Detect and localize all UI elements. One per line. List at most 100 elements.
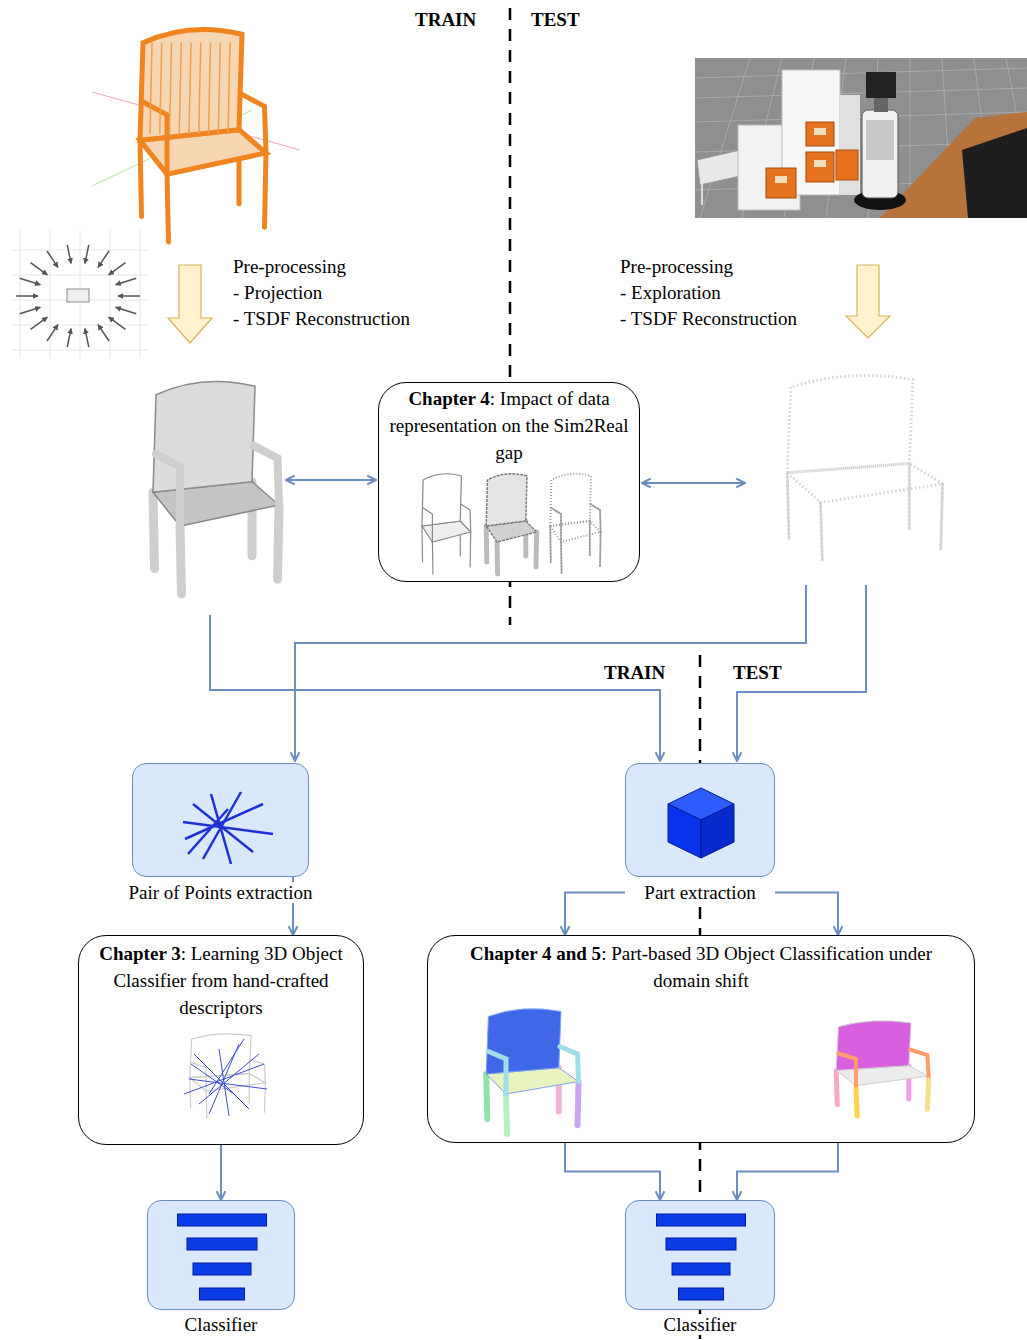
chair-slat <box>150 43 152 134</box>
chair-figure <box>486 1009 578 1134</box>
chair-back <box>486 474 527 526</box>
chair-leg <box>495 542 501 574</box>
compare-arrow <box>286 479 376 481</box>
chair-back <box>153 381 255 492</box>
step-note: - TSDF Reconstruction <box>620 307 797 331</box>
cube-face <box>701 804 734 858</box>
split-label: TEST <box>733 661 782 685</box>
camera-arrow <box>98 251 109 267</box>
chair-leg <box>264 1083 266 1112</box>
floor-grid <box>695 58 1027 218</box>
chair-figure <box>153 381 279 594</box>
chair-back <box>140 29 242 140</box>
chair-back <box>486 1009 561 1074</box>
chair-arm <box>590 504 600 532</box>
camera-arrow <box>67 328 71 347</box>
rect-shape <box>67 289 89 302</box>
classifier-bar <box>672 1263 730 1275</box>
chapter-heading: Chapter 3 <box>99 943 180 964</box>
chapter-title: : Part-based 3D Object Classification un… <box>601 943 932 991</box>
chair-slat <box>209 43 211 134</box>
camera-arrow <box>31 263 48 275</box>
flow-connector <box>565 1143 660 1200</box>
line-shape <box>20 230 21 358</box>
polygon-shape <box>962 128 1027 218</box>
chair-slat <box>170 43 172 134</box>
chair-leg <box>941 484 943 549</box>
chair-slat <box>199 43 201 134</box>
line-shape <box>695 88 1027 98</box>
chapter-heading: Chapter 4 and 5 <box>470 943 601 964</box>
classifier-bar <box>187 1238 257 1250</box>
chapter-illustration <box>379 383 641 583</box>
camera-arrow <box>85 245 89 264</box>
split-label: TRAIN <box>415 8 476 32</box>
chair-leg <box>836 1070 837 1104</box>
classifier-tile: Classifier <box>147 1200 295 1336</box>
line-shape <box>50 230 51 358</box>
chair-leg <box>265 153 267 227</box>
chair-arm <box>423 508 432 542</box>
chapter-box: Chapter 3: Learning 3D Object Classifier… <box>78 935 364 1145</box>
tile-icon <box>626 1201 776 1311</box>
tile-icon <box>626 764 776 878</box>
rect-shape <box>775 176 787 183</box>
chapter-box: Chapter 4: Impact of data representation… <box>378 382 640 582</box>
tile-shape <box>625 763 775 877</box>
chair-arm <box>461 504 471 532</box>
rect-shape <box>766 168 796 198</box>
point-pair-line <box>183 822 273 834</box>
chair-figure <box>550 474 600 574</box>
chapter-box: Chapter 4 and 5: Part-based 3D Object Cl… <box>427 935 975 1143</box>
chair-arm <box>241 94 267 153</box>
rect-shape <box>814 128 826 135</box>
chair-seat <box>787 463 942 502</box>
chair-figure <box>140 29 266 242</box>
chair-leg <box>589 521 591 556</box>
split-label: TRAIN <box>604 661 665 685</box>
classifier-bar <box>657 1214 746 1226</box>
chair-leg <box>249 1073 250 1102</box>
rect-shape <box>866 72 896 98</box>
step-note: - TSDF Reconstruction <box>233 307 410 331</box>
chair-figure <box>787 376 942 562</box>
process-arrow <box>168 265 212 343</box>
chair-leg <box>787 473 789 540</box>
camera-arrow <box>67 245 71 264</box>
chair-back <box>836 1021 911 1071</box>
camera-arrow <box>109 263 126 275</box>
chair-slat <box>160 43 162 134</box>
tile-caption: Classifier <box>185 1314 258 1335</box>
step-note: Pre-processing <box>620 255 733 279</box>
robot-scene <box>695 58 1027 218</box>
step-note: - Projection <box>233 281 322 305</box>
chair-slat <box>179 43 181 134</box>
chair-leg <box>928 1076 929 1109</box>
chair-slat <box>218 43 220 134</box>
rect-shape <box>836 150 858 180</box>
chair-leg <box>432 542 434 574</box>
chair-arm <box>551 508 561 542</box>
chair-figure <box>836 1021 928 1116</box>
step-note: Pre-processing <box>233 255 346 279</box>
line-shape <box>110 230 111 358</box>
point-pair-line <box>211 794 231 864</box>
chair-arm <box>560 1047 579 1082</box>
rect-shape <box>874 96 888 112</box>
chair-figure <box>422 474 471 574</box>
extraction-tile: Part extraction <box>625 763 775 905</box>
camera-arrow <box>85 328 89 347</box>
line-shape <box>701 184 703 205</box>
tile-caption-block: Classifier <box>141 1314 301 1336</box>
camera-arrow <box>116 278 137 284</box>
cube-face <box>668 804 701 858</box>
classifier-bar <box>679 1288 724 1300</box>
flow-connector <box>565 893 625 936</box>
rect-shape <box>862 110 898 198</box>
camera-arrow <box>20 307 41 313</box>
chair-leg <box>153 492 155 568</box>
classifier-bar <box>193 1263 251 1275</box>
extraction-tile: Pair of Points extraction <box>132 763 309 905</box>
chair-slat <box>228 43 230 134</box>
camera-arrow <box>98 325 109 341</box>
